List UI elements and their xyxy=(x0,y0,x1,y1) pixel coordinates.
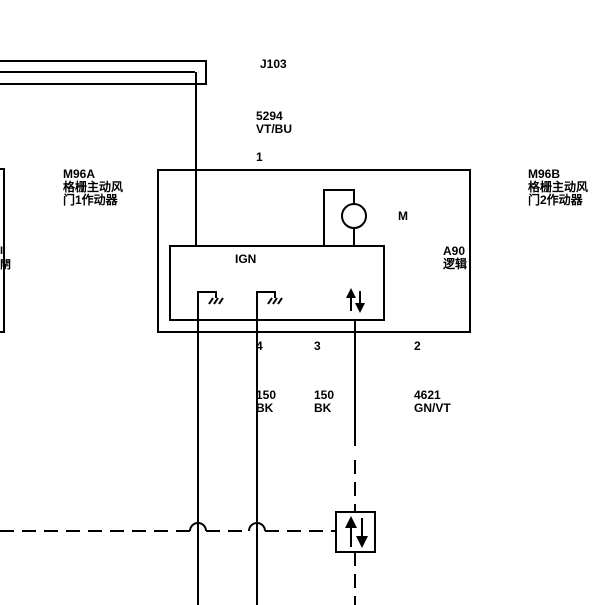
wire-c-color: GN/VT xyxy=(414,401,451,415)
wire-top-color: VT/BU xyxy=(256,122,292,136)
motor-icon xyxy=(323,189,367,246)
right-component-id: M96B xyxy=(528,167,560,181)
pin-1-label: 1 xyxy=(256,150,263,164)
left-partial-2: 閈 xyxy=(0,258,11,271)
connector-label: J103 xyxy=(260,57,287,71)
right-component-name-1: 格栅主动风 xyxy=(528,179,588,194)
actuator-housing xyxy=(157,169,471,333)
left-partial-1: I xyxy=(0,245,3,257)
wire-a-color: BK xyxy=(256,401,274,415)
wire-top-circuit: 5294 xyxy=(256,109,283,123)
pin-3-label: 3 xyxy=(314,339,321,353)
left-component-id: M96A xyxy=(63,167,95,181)
logic-module-box xyxy=(169,245,385,321)
pin-4-label: 4 xyxy=(256,339,263,353)
left-component-name-1: 格栅主动风 xyxy=(63,179,123,194)
left-component-box xyxy=(0,168,5,333)
wire-b-circuit: 150 xyxy=(314,388,334,402)
wire-a-circuit: 150 xyxy=(256,388,276,402)
right-component-name-2: 门2作动器 xyxy=(528,192,584,207)
left-component-name-2: 门1作动器 xyxy=(63,192,119,207)
ground-icon xyxy=(197,291,224,312)
logic-module-id: A90 xyxy=(443,244,465,258)
pin-2-label: 2 xyxy=(414,339,421,353)
ground-icon xyxy=(256,291,283,312)
ign-label: IGN xyxy=(235,252,256,266)
data-link-box xyxy=(335,511,376,553)
logic-module-name: 逻辑 xyxy=(443,256,467,271)
wire-b-color: BK xyxy=(314,401,332,415)
motor-label: M xyxy=(398,209,408,223)
connector-j103 xyxy=(0,60,207,85)
wire-c-circuit: 4621 xyxy=(414,388,441,402)
dashed-bus-line xyxy=(0,522,336,532)
bidirectional-arrow-icon xyxy=(346,288,365,313)
